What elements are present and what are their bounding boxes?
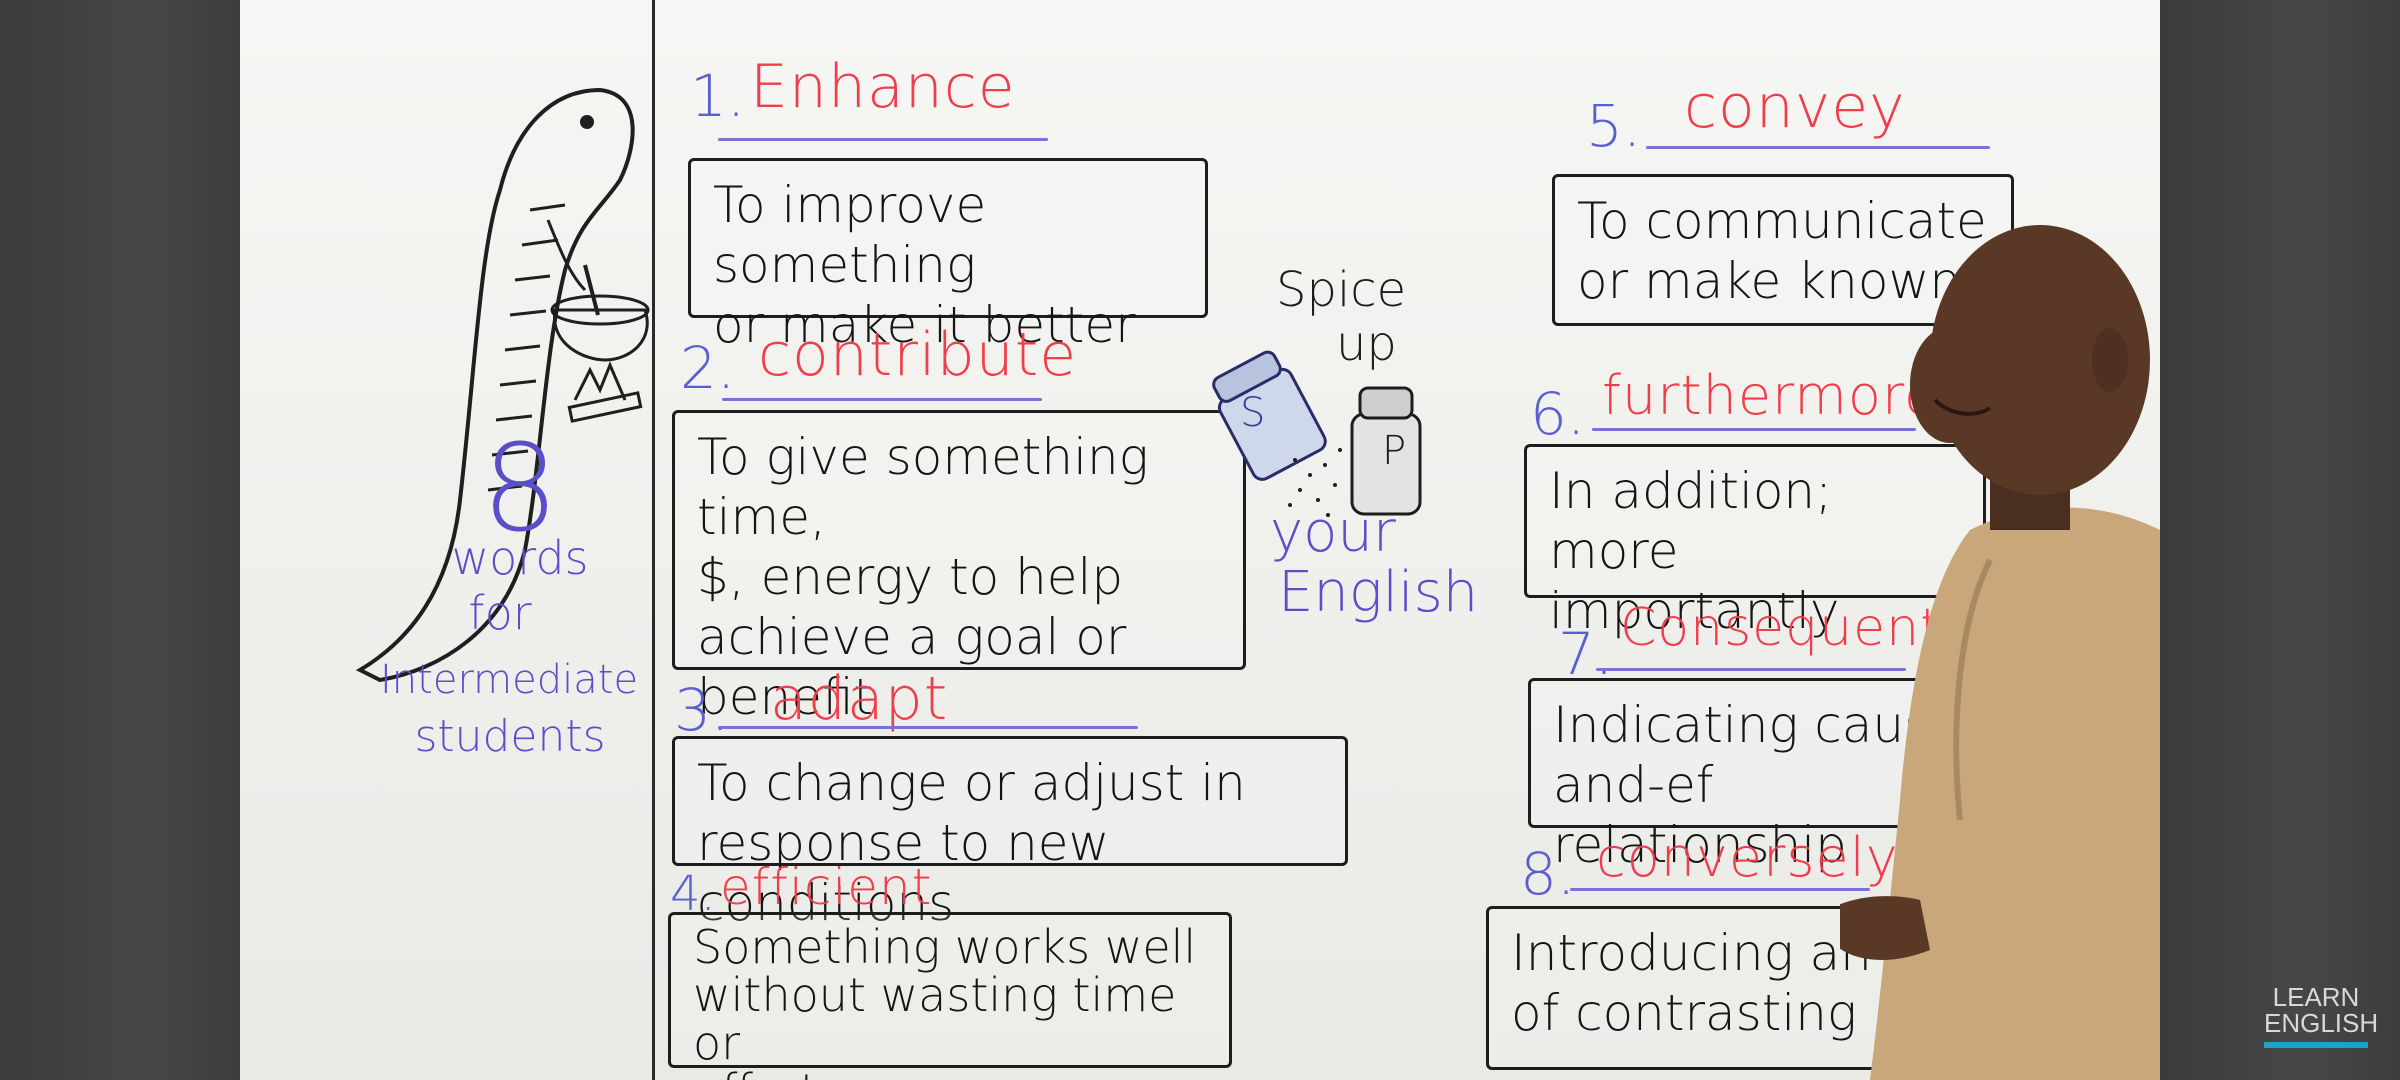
logo-underline-bar [2264, 1042, 2368, 1048]
word-6-number: 6. [1530, 380, 1586, 448]
word-5-underline [1646, 146, 1990, 149]
sidebar-caption-line3: Intermediate [380, 657, 639, 703]
word-6-title: furthermore [1602, 364, 1939, 427]
word-3-definition: To change or adjust in response to new c… [697, 754, 1246, 932]
word-3-title: adapt [770, 664, 949, 734]
word-2-underline [722, 398, 1042, 401]
word-2-number: 2. [680, 334, 736, 402]
left-letterbox [0, 0, 240, 1080]
word-8-title: conversely [1596, 826, 1899, 889]
logo-line1: LEARN [2272, 982, 2360, 1012]
word-5-definition: To communicate or make known [1577, 192, 1987, 310]
word-7-number: 7. [1558, 620, 1614, 688]
learn-english-logo: LEARN ENGLISH [2264, 982, 2379, 1038]
word-8-underline [1570, 888, 1870, 891]
word-5-number: 5. [1586, 92, 1642, 160]
word-1-definition: To improve something or make it better [713, 176, 1136, 354]
word-2-definition-box: To give something time, $, energy to hel… [672, 410, 1246, 726]
word-1-underline [718, 138, 1048, 141]
word-6-definition: In addition; more importantly [1549, 462, 1840, 640]
presenter-figure [1840, 225, 2160, 1080]
logo-line2: ENGLISH [2264, 1008, 2379, 1038]
word-8-definition: Introducing an of contrasting [1511, 924, 1872, 1042]
word-4-definition-box: Something works well without wasting tim… [668, 912, 1232, 1080]
sidebar-caption-line1: words [451, 531, 589, 585]
word-7-underline [1596, 668, 1906, 671]
word-5-definition-box: To communicate or make known [1552, 174, 2014, 326]
word-3-underline [718, 726, 1138, 729]
whiteboard: 8 words for Intermediate students 1. Enh… [240, 0, 2160, 1080]
sidebar-count: 8 [481, 420, 559, 559]
word-6-underline [1592, 428, 1916, 431]
word-2-title: contribute [758, 320, 1078, 390]
up-label: up [1336, 316, 1397, 372]
word-3-definition-box: To change or adjust in response to new c… [672, 736, 1348, 932]
word-1-definition-box: To improve something or make it better [688, 158, 1208, 354]
word-6-definition-box: In addition; more importantly [1524, 444, 1986, 640]
snake-with-pot-drawing [355, 87, 650, 683]
word-1-number: 1. [690, 62, 746, 130]
salt-shaker-label: S [1240, 390, 1266, 436]
word-4-definition: Something works well without wasting tim… [693, 920, 1197, 1080]
your-label: your [1270, 500, 1396, 565]
right-letterbox [2160, 0, 2400, 1080]
word-1-title: Enhance [750, 52, 1016, 122]
word-3-number: 3. [674, 676, 730, 744]
spice-label: Spice [1276, 262, 1407, 318]
word-8-number: 8. [1520, 840, 1576, 908]
word-5-title: convey [1684, 72, 1906, 142]
word-2-definition: To give something time, $, energy to hel… [697, 428, 1149, 726]
sidebar-caption-line4: students [414, 711, 606, 762]
english-label: English [1278, 560, 1479, 625]
board-divider-line [652, 0, 655, 1080]
pepper-shaker-label: P [1382, 428, 1407, 474]
word-4-title: efficient [720, 858, 933, 916]
sidebar-caption-line2: for [468, 586, 532, 640]
salt-pepper-shakers-drawing [1212, 350, 1422, 517]
